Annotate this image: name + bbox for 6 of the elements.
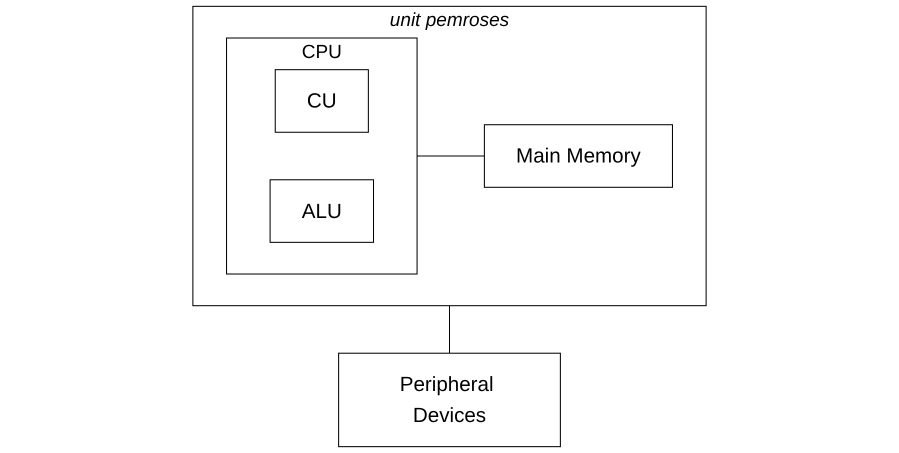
node-box: CU [274,69,369,133]
connector [417,156,484,157]
node-box: ALU [270,179,374,243]
connector [448,306,450,354]
node-box: Peripheral Devices [338,352,561,448]
node-box: Main Memory [484,124,673,188]
